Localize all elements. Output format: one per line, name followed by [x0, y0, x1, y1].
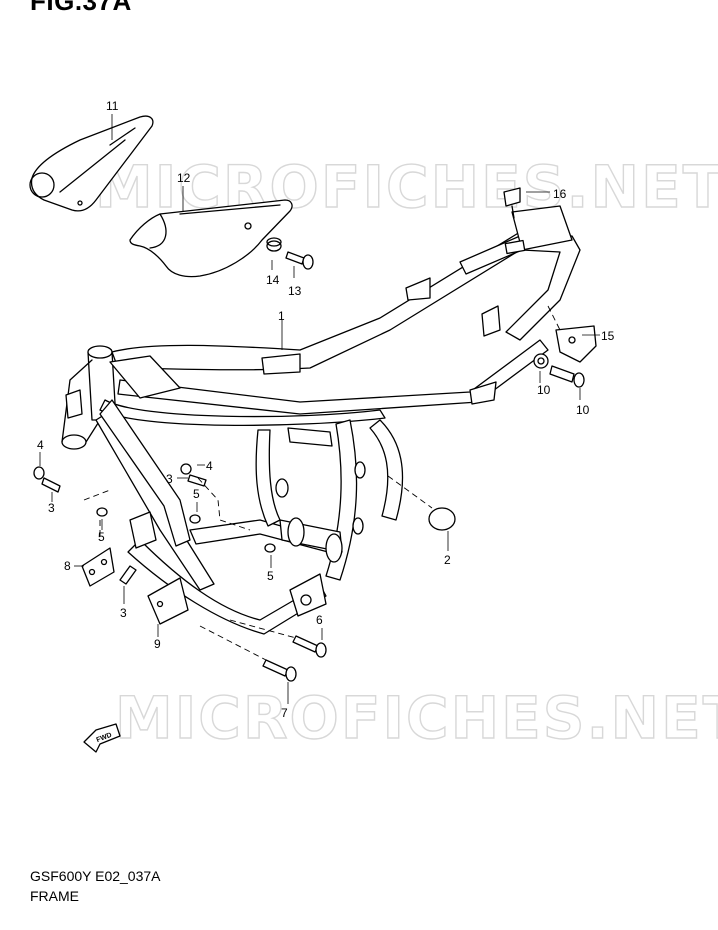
side-cover-part-12 — [129, 199, 293, 278]
callout-14: 14 — [266, 273, 280, 287]
alignment-line-part-5 — [197, 477, 251, 531]
callout-6: 10 — [576, 403, 590, 417]
washer-part-7 — [533, 353, 549, 369]
callout-7: 10 — [537, 383, 551, 397]
callout-8: 8 — [64, 559, 71, 573]
bolt-part-10-upper — [292, 635, 327, 658]
callout-12: 12 — [177, 171, 191, 185]
alignment-line-part-2 — [387, 475, 433, 509]
callout-5-b: 5 — [193, 487, 200, 501]
callout-10-lower: 7 — [281, 706, 288, 720]
nut-part-5-b — [189, 514, 201, 524]
bracket-part-9 — [147, 577, 189, 625]
bolt-part-13 — [285, 251, 314, 270]
bolt-part-3-lower — [119, 565, 137, 585]
callout-4-center: 4 — [206, 459, 213, 473]
bolt-part-3-left — [41, 477, 61, 493]
callout-5-c: 5 — [267, 569, 274, 583]
nut-part-5-c — [264, 543, 276, 553]
callout-16: 16 — [553, 187, 567, 201]
main-frame-part-1 — [61, 205, 581, 635]
callout-5-a: 5 — [98, 530, 105, 544]
callout-1: 1 — [278, 309, 285, 323]
callout-11: 11 — [106, 99, 119, 113]
figure-title: FIG.37A — [30, 0, 132, 16]
alignment-line-part-10 — [199, 619, 297, 661]
callout-4-left: 4 — [37, 438, 44, 452]
bracket-part-15 — [555, 325, 597, 363]
forward-direction-arrow: FWD — [83, 723, 121, 753]
alignment-line-part-15 — [547, 305, 561, 331]
bolt-part-10-lower — [262, 659, 297, 682]
nut-part-4-center — [180, 463, 192, 475]
callout-13: 13 — [288, 284, 302, 298]
callout-2: 2 — [444, 553, 451, 567]
cap-part-2 — [428, 507, 456, 531]
nut-part-5-a — [96, 507, 108, 517]
bolt-part-16 — [503, 187, 521, 219]
bushing-part-14 — [266, 237, 282, 252]
watermark-bottom: MICROFICHES.NET — [115, 684, 718, 752]
diagram-name: FRAME — [30, 888, 79, 904]
callout-3-center: 3 — [166, 472, 173, 486]
diagram-code: GSF600Y E02_037A — [30, 868, 161, 884]
bolt-part-3-center — [187, 474, 207, 487]
nut-part-4-left — [33, 466, 45, 480]
callout-9: 9 — [154, 637, 161, 651]
callout-10-upper: 6 — [316, 613, 323, 627]
bolt-part-6 — [549, 365, 585, 388]
callout-3-lower: 3 — [120, 606, 127, 620]
callout-15: 15 — [601, 329, 615, 343]
alignment-line-part-8 — [83, 489, 111, 540]
bracket-part-8 — [81, 547, 115, 587]
frame-cover-part-11 — [29, 115, 154, 212]
callout-3-left: 3 — [48, 501, 55, 515]
